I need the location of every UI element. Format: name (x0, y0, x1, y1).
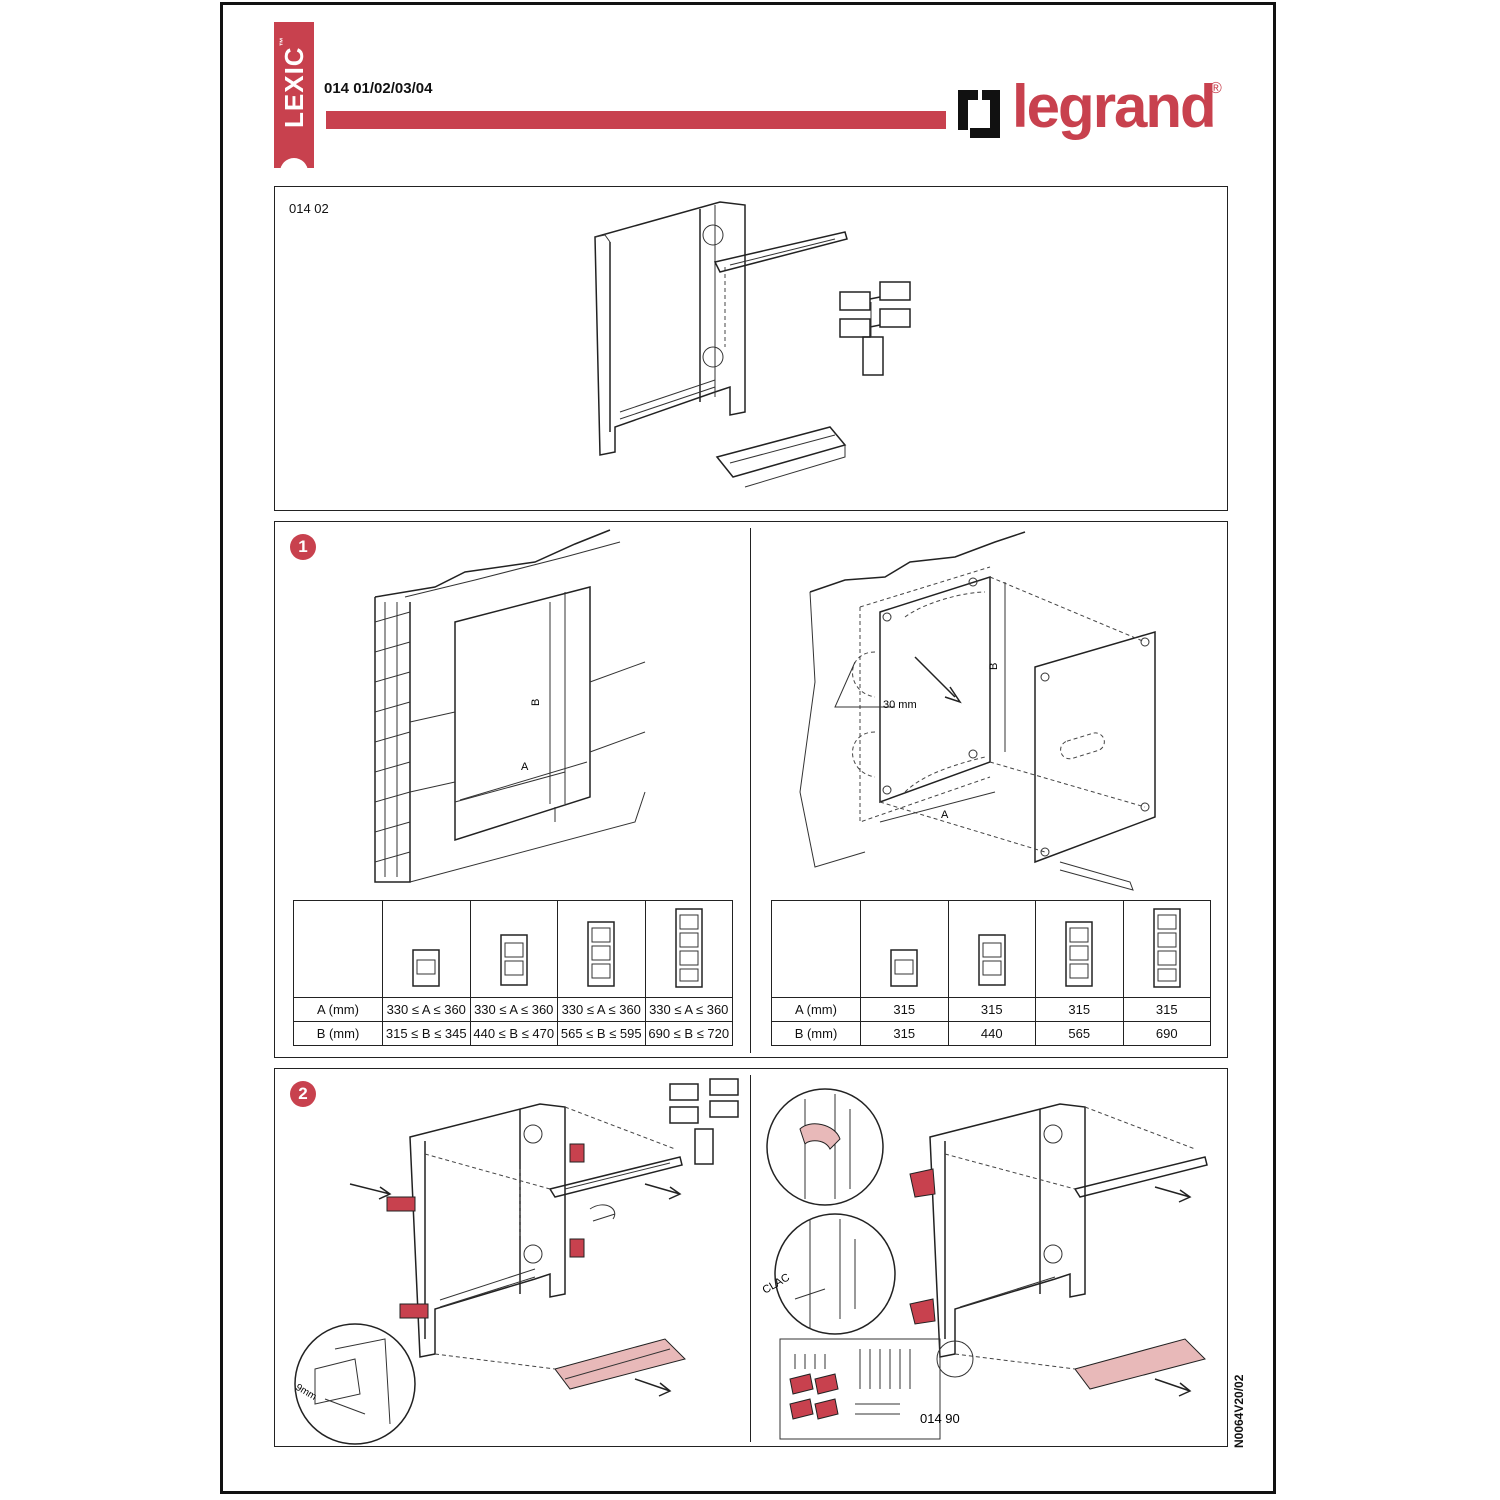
clip-fixing-illustration: CLAC 014 90 (761, 1088, 1208, 1440)
page-frame (220, 2, 1276, 1494)
row-label-b: B (mm) (293, 1021, 383, 1046)
size-icon-4 (1122, 900, 1211, 998)
step2-divider (750, 1075, 751, 1442)
step2-badge: 2 (290, 1081, 316, 1107)
wall-box-illustration: 30 mm A B (799, 531, 1156, 891)
table-cell: 565 (1035, 1021, 1124, 1046)
step1-divider (750, 528, 751, 1053)
table-cell: 315 (860, 997, 949, 1022)
row-label-a: A (mm) (771, 997, 861, 1022)
step1-panel: 1 A B 30 mm A B (274, 521, 1228, 1058)
table-cell: 315 (860, 1021, 949, 1046)
size-icon-1 (860, 900, 949, 998)
size-icon-3 (1035, 900, 1124, 998)
legrand-logo: legrand ® (956, 73, 1236, 148)
legrand-wordmark: legrand (1012, 73, 1217, 140)
size-icon-3 (557, 900, 646, 998)
product-reference: 014 01/02/03/04 (324, 80, 433, 97)
clac-label: CLAC (761, 1272, 792, 1297)
table-cell: 330 ≤ A ≤ 360 (469, 997, 558, 1022)
row-label-b: B (mm) (771, 1021, 861, 1046)
row-label-a: A (mm) (293, 997, 383, 1022)
table-cell: 315 ≤ B ≤ 345 (382, 1021, 471, 1046)
table-cell: 330 ≤ A ≤ 360 (557, 997, 646, 1022)
legrand-registered: ® (1210, 80, 1222, 97)
table-cell: 330 ≤ A ≤ 360 (382, 997, 471, 1022)
frame-assembly-illustration: 9mm (294, 1078, 739, 1445)
table-cell: 315 (1035, 997, 1124, 1022)
box-dim-b-label: B (988, 663, 1000, 670)
depth-label: 30 mm (883, 699, 917, 711)
dim-b-label: B (530, 699, 542, 706)
kit-reference: 014 90 (920, 1411, 960, 1426)
dim-a-label: A (521, 761, 529, 773)
size-icon-2 (469, 900, 558, 998)
lexic-tm: ™ (278, 36, 288, 47)
table-cell: 440 (947, 1021, 1036, 1046)
cutout-dimensions-table: A (mm) 330 ≤ A ≤ 360 330 ≤ A ≤ 360 330 ≤… (293, 900, 733, 1046)
header-red-bar (326, 111, 946, 129)
box-dim-a-label: A (941, 809, 949, 821)
table-cell: 440 ≤ B ≤ 470 (469, 1021, 558, 1046)
table-cell: 330 ≤ A ≤ 360 (644, 997, 733, 1022)
document-code: N0064V20/02 (1232, 1374, 1246, 1448)
lexic-circle-icon (280, 158, 308, 186)
lexic-badge-text: LEXIC (278, 46, 309, 128)
table-cell: 690 ≤ B ≤ 720 (644, 1021, 733, 1046)
table-cell: 315 (947, 997, 1036, 1022)
wall-cutout-illustration: A B (374, 529, 646, 883)
legrand-mark-icon (958, 90, 1000, 138)
frame-exploded-illustration (594, 201, 911, 488)
overview-panel: 014 02 (274, 186, 1228, 511)
table-cell: 690 (1122, 1021, 1211, 1046)
step2-panel: 2 9mm CLAC (274, 1068, 1228, 1447)
overview-caption: 014 02 (289, 201, 329, 216)
box-dimensions-table: A (mm) 315 315 315 315 B (mm) 315 440 56… (771, 900, 1211, 1046)
size-icon-1 (382, 900, 471, 998)
size-icon-2 (947, 900, 1036, 998)
size-icon-4 (644, 900, 733, 998)
table-cell: 315 (1122, 997, 1211, 1022)
step1-badge: 1 (290, 534, 316, 560)
table-cell: 565 ≤ B ≤ 595 (557, 1021, 646, 1046)
